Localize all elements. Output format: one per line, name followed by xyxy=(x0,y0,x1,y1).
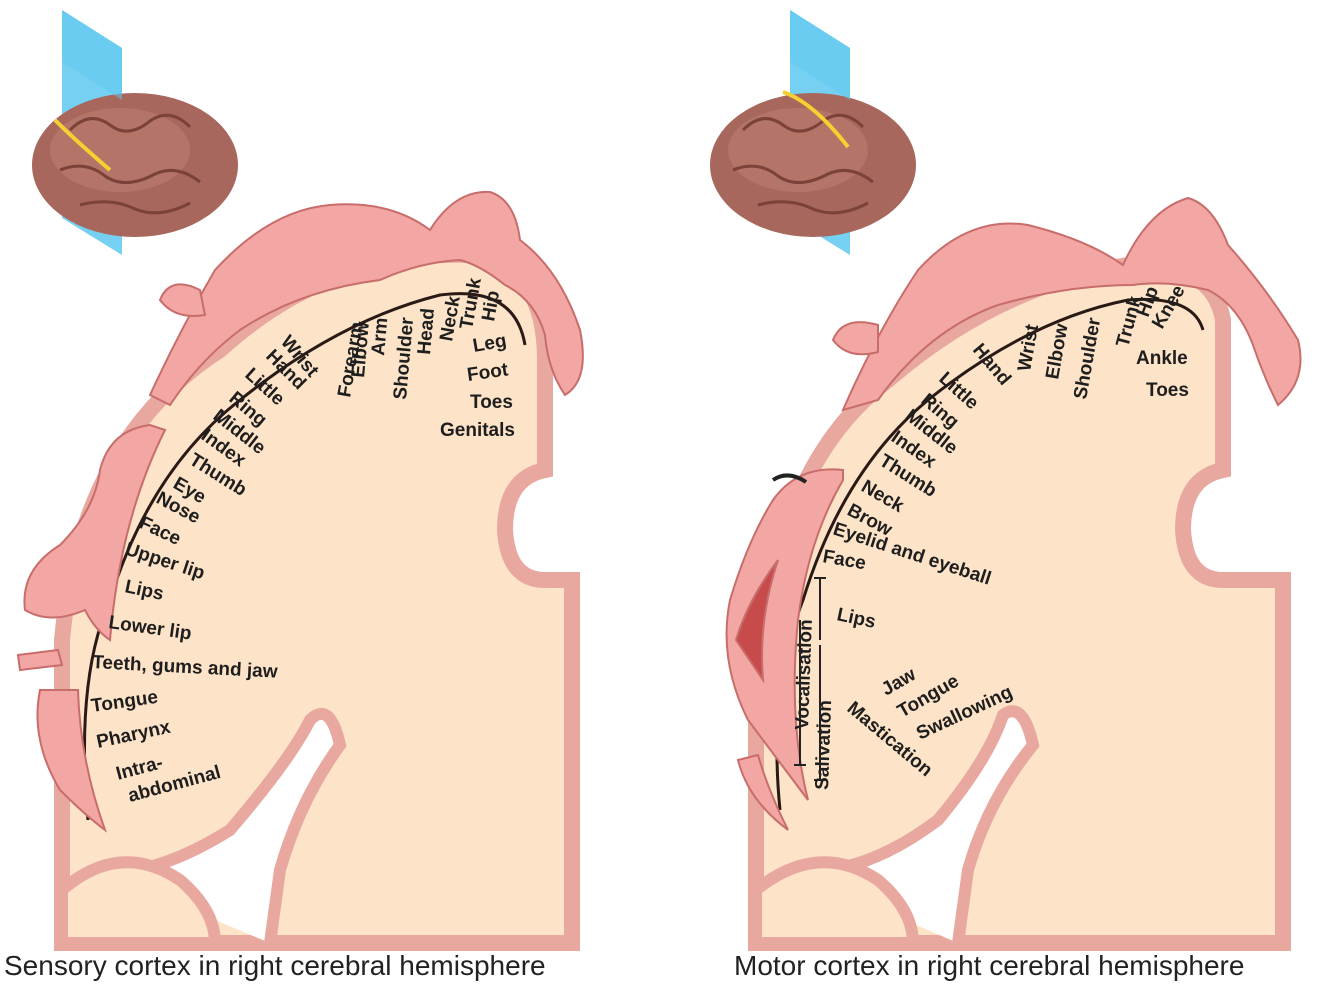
label-head: Head xyxy=(414,307,439,355)
motor-caption: Motor cortex in right cerebral hemispher… xyxy=(734,950,1244,982)
label-vocalisation: Vocalisation xyxy=(792,619,817,730)
label-toes: Toes xyxy=(1146,380,1189,401)
label-salivation: Salivation xyxy=(812,700,836,790)
motor-cortex-panel: Toes Ankle Knee Hip Trunk Shoulder Elbow… xyxy=(668,0,1336,987)
sensory-caption: Sensory cortex in right cerebral hemisph… xyxy=(4,950,546,982)
motor-diagram: Toes Ankle Knee Hip Trunk Shoulder Elbow… xyxy=(668,0,1336,987)
sensory-diagram: Genitals Toes Foot Leg Hip Trunk Neck He… xyxy=(0,0,668,987)
sensory-cortex-panel: Genitals Toes Foot Leg Hip Trunk Neck He… xyxy=(0,0,668,987)
label-ankle: Ankle xyxy=(1136,348,1188,369)
label-toes: Toes xyxy=(470,392,513,413)
brain-orientation-icon xyxy=(710,10,916,255)
label-genitals: Genitals xyxy=(440,420,515,441)
brain-orientation-icon xyxy=(32,10,238,255)
